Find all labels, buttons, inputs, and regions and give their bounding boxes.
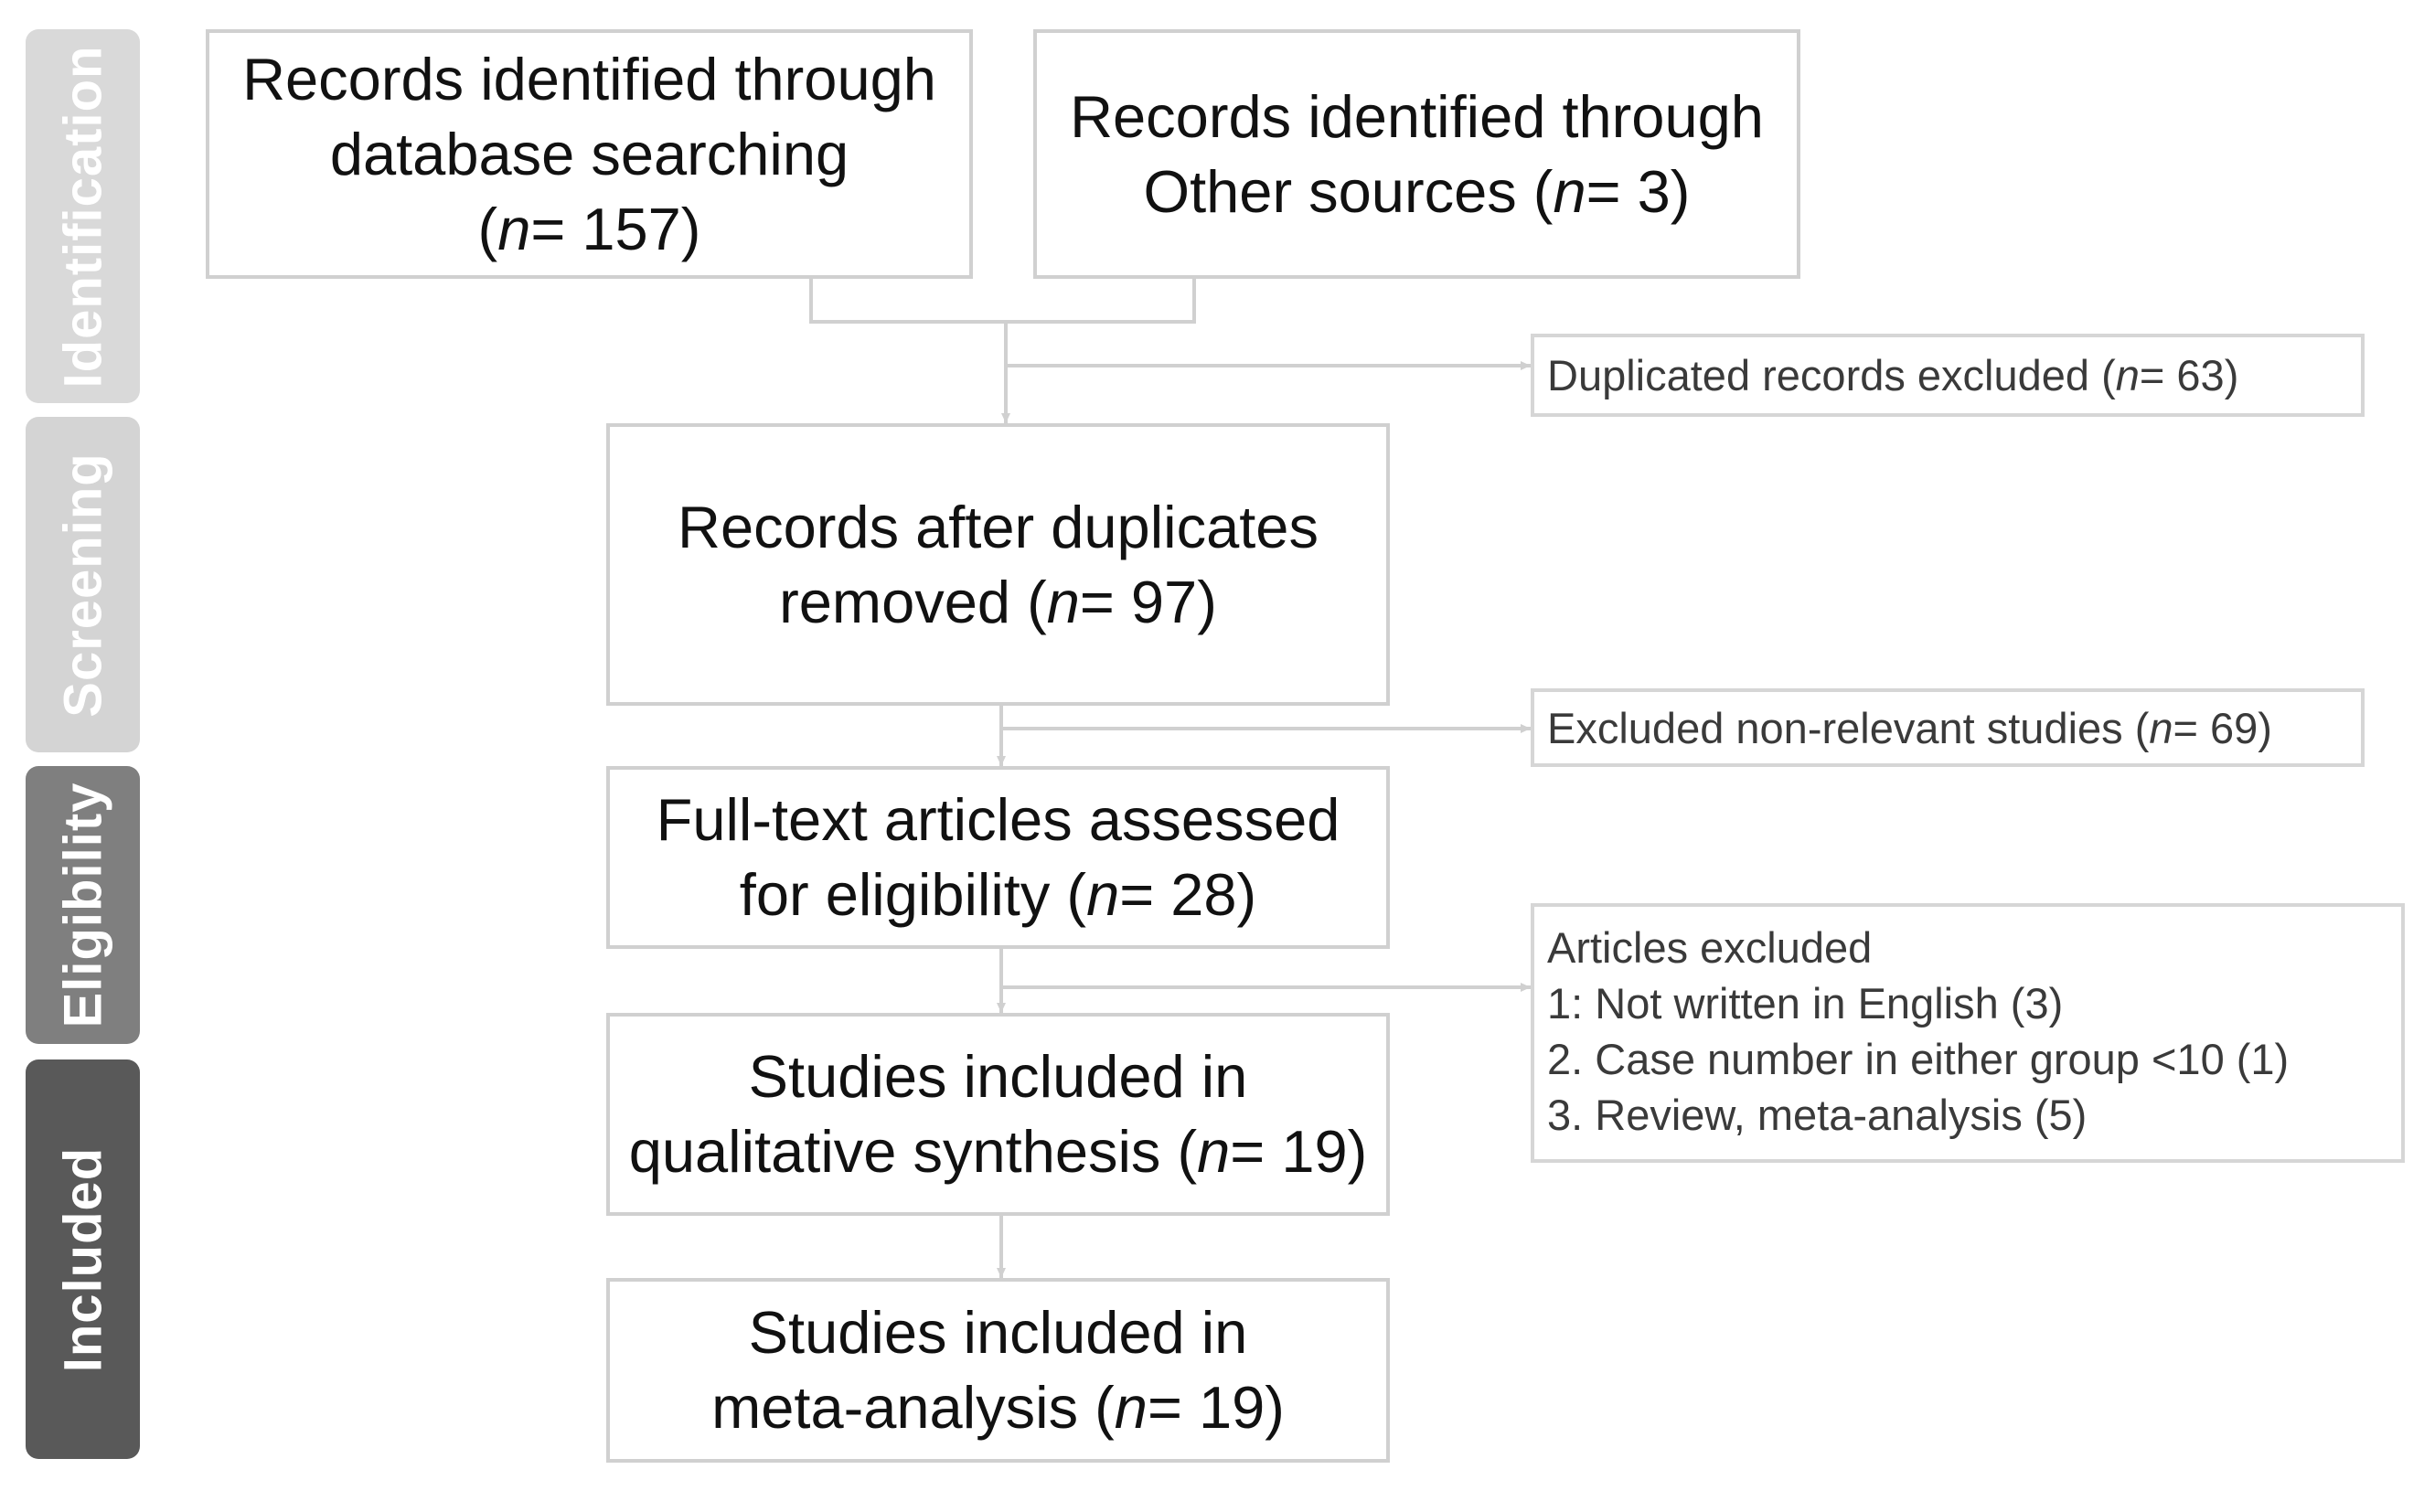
stage-label-identification: Identification [53,45,112,388]
merge-connector [809,279,1196,324]
box-fulltext-line2: for eligibility (n= 28) [739,861,1257,928]
articles-excluded-title: Articles excluded [1547,923,1873,972]
stage-included: Included [26,1059,140,1459]
box-qualitative-line2: qualitative synthesis (n= 19) [628,1118,1368,1185]
duplicates-excluded-text: Duplicated records excluded (n= 63) [1547,351,2239,399]
stage-label-included: Included [53,1146,112,1372]
box-nonrelevant-excluded: Excluded non-relevant studies (n= 69) [1531,688,2365,767]
box-meta-analysis: Studies included in meta-analysis (n= 19… [606,1278,1390,1463]
box-other-line2: Other sources (n= 3) [1143,157,1691,225]
box-after-duplicates-line2: removed (n= 97) [779,568,1217,635]
articles-excluded-item-3: 3. Review, meta-analysis (5) [1547,1091,2088,1139]
stage-identification: Identification [26,29,140,403]
box-database-line3: (n= 157) [477,195,701,262]
box-database-line2: database searching [329,120,849,187]
box-meta-line1: Studies included in [748,1299,1248,1366]
box-qualitative-synthesis: Studies included in qualitative synthesi… [606,1013,1390,1216]
box-meta-line2: meta-analysis (n= 19) [711,1374,1285,1441]
stage-screening: Screening [26,417,140,752]
box-fulltext-assessed: Full-text articles assessed for eligibil… [606,766,1390,949]
box-other-sources: Records identified through Other sources… [1033,29,1800,279]
box-database-line1: Records identified through [242,45,936,112]
box-fulltext-line1: Full-text articles assessed [656,786,1340,853]
box-database-records: Records identified through database sear… [206,29,973,279]
box-after-duplicates: Records after duplicates removed (n= 97) [606,423,1390,706]
articles-excluded-item-1: 1: Not written in English (3) [1547,979,2064,1028]
box-after-duplicates-line1: Records after duplicates [678,493,1319,560]
box-other-line1: Records identified through [1070,82,1764,150]
box-duplicates-excluded: Duplicated records excluded (n= 63) [1531,334,2365,417]
stage-label-screening: Screening [53,452,112,718]
articles-excluded-item-2: 2. Case number in either group <10 (1) [1547,1035,2290,1083]
stage-label-eligibility: Eligibility [53,782,112,1028]
nonrelevant-excluded-text: Excluded non-relevant studies (n= 69) [1547,703,2272,752]
box-qualitative-line1: Studies included in [748,1043,1248,1110]
box-articles-excluded: Articles excluded 1: Not written in Engl… [1531,903,2405,1163]
stage-eligibility: Eligibility [26,766,140,1044]
